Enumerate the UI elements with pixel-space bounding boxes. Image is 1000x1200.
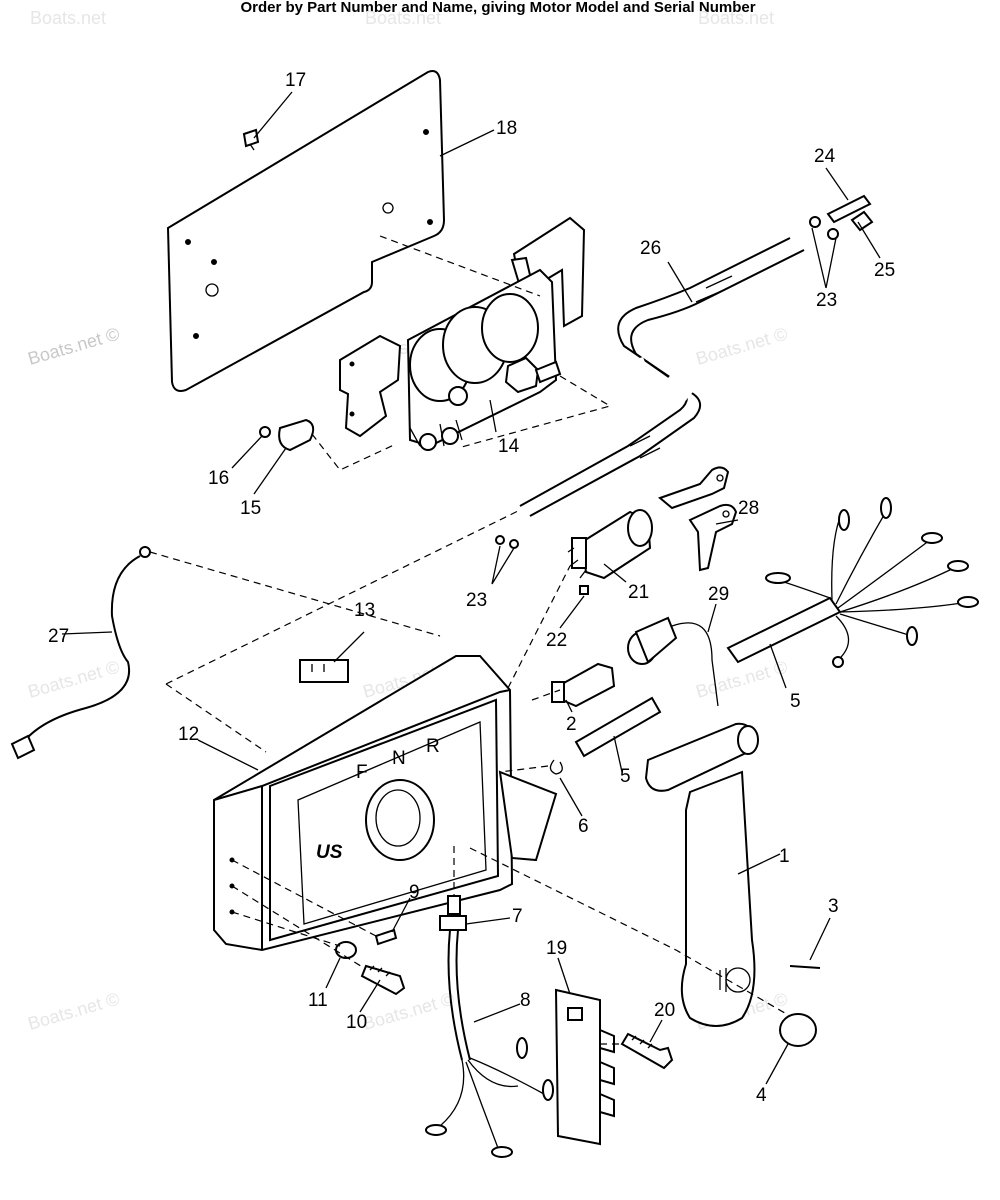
ignition-keys xyxy=(658,466,738,572)
callout-2: 2 xyxy=(566,714,577,735)
callout-18: 18 xyxy=(496,118,517,139)
callout-labels: 1 2 3 4 5 5 6 7 8 9 10 11 12 13 14 15 16… xyxy=(48,70,895,1106)
shift-letter-f: F xyxy=(356,762,368,783)
callout-15: 15 xyxy=(240,498,261,519)
callout-3: 3 xyxy=(828,896,839,917)
callout-25: 25 xyxy=(874,260,895,281)
watermark: Boats.net xyxy=(30,8,106,28)
throttle-shift-cables xyxy=(519,237,805,517)
clip-6 xyxy=(549,759,563,775)
callout-23-middle: 23 xyxy=(466,590,487,611)
callout-13: 13 xyxy=(354,600,375,621)
watermark: Boats.net © xyxy=(694,324,790,369)
callout-26: 26 xyxy=(640,238,661,259)
callout-24: 24 xyxy=(814,146,836,167)
callout-29: 29 xyxy=(708,584,729,605)
screw-9 xyxy=(374,928,398,946)
callout-1: 1 xyxy=(779,846,790,867)
ignition-switch xyxy=(567,509,653,580)
watermark: Boats.net © xyxy=(26,989,122,1034)
lanyard-lead xyxy=(10,546,151,760)
screw-10 xyxy=(360,964,406,996)
callout-14: 14 xyxy=(498,436,520,457)
callout-28: 28 xyxy=(738,498,759,519)
alignment-lines xyxy=(149,235,791,1045)
mounting-plate xyxy=(166,70,446,392)
sleeve-5 xyxy=(574,696,662,758)
callout-16: 16 xyxy=(208,468,229,489)
screw-20 xyxy=(620,1032,674,1070)
washer-16 xyxy=(259,426,271,438)
callout-5-sleeve: 5 xyxy=(620,766,631,787)
callout-6: 6 xyxy=(578,816,589,837)
terminal-22 xyxy=(579,585,589,595)
watermark: Boats.net © xyxy=(361,989,457,1034)
watermark: Boats.net © xyxy=(694,657,790,702)
header-text: Order by Part Number and Name, giving Mo… xyxy=(240,0,755,16)
leader-lines xyxy=(61,91,881,1085)
clip-13 xyxy=(299,659,349,683)
callout-7: 7 xyxy=(512,906,523,927)
housing-logo: US xyxy=(316,842,343,863)
callout-22: 22 xyxy=(546,630,567,651)
callout-10: 10 xyxy=(346,1012,367,1033)
switch-2 xyxy=(551,662,616,708)
cap-4 xyxy=(779,1013,817,1047)
watermark: Boats.net xyxy=(698,8,774,28)
callout-12: 12 xyxy=(178,724,199,745)
shift-letter-n: N xyxy=(392,748,406,769)
callout-20: 20 xyxy=(654,1000,675,1021)
callout-9: 9 xyxy=(409,882,420,903)
washer-11 xyxy=(335,941,357,959)
control-housing: US F N R xyxy=(213,655,558,952)
bushing-15 xyxy=(278,418,315,452)
wiring-harness xyxy=(726,497,979,668)
shift-letter-r: R xyxy=(426,736,440,757)
choke-knob xyxy=(627,616,719,707)
pin-3 xyxy=(789,965,821,969)
control-handle xyxy=(644,722,759,1027)
callout-19: 19 xyxy=(546,938,567,959)
wire-lead xyxy=(425,895,554,1158)
control-mechanism xyxy=(339,216,586,451)
callout-23-top: 23 xyxy=(816,290,837,311)
screw-17 xyxy=(242,128,260,151)
watermark: Boats.net © xyxy=(26,324,122,369)
watermark: Boats.net xyxy=(365,8,441,28)
callout-21: 21 xyxy=(628,582,649,603)
callout-17: 17 xyxy=(285,70,306,91)
callout-11: 11 xyxy=(308,990,328,1011)
callout-8: 8 xyxy=(520,990,531,1011)
callout-27: 27 xyxy=(48,626,69,647)
watermark: Boats.net © xyxy=(26,657,122,702)
terminal-block xyxy=(554,988,615,1146)
callout-5-harness: 5 xyxy=(790,691,801,712)
callout-4: 4 xyxy=(756,1085,767,1106)
cable-end-fittings xyxy=(809,194,874,240)
